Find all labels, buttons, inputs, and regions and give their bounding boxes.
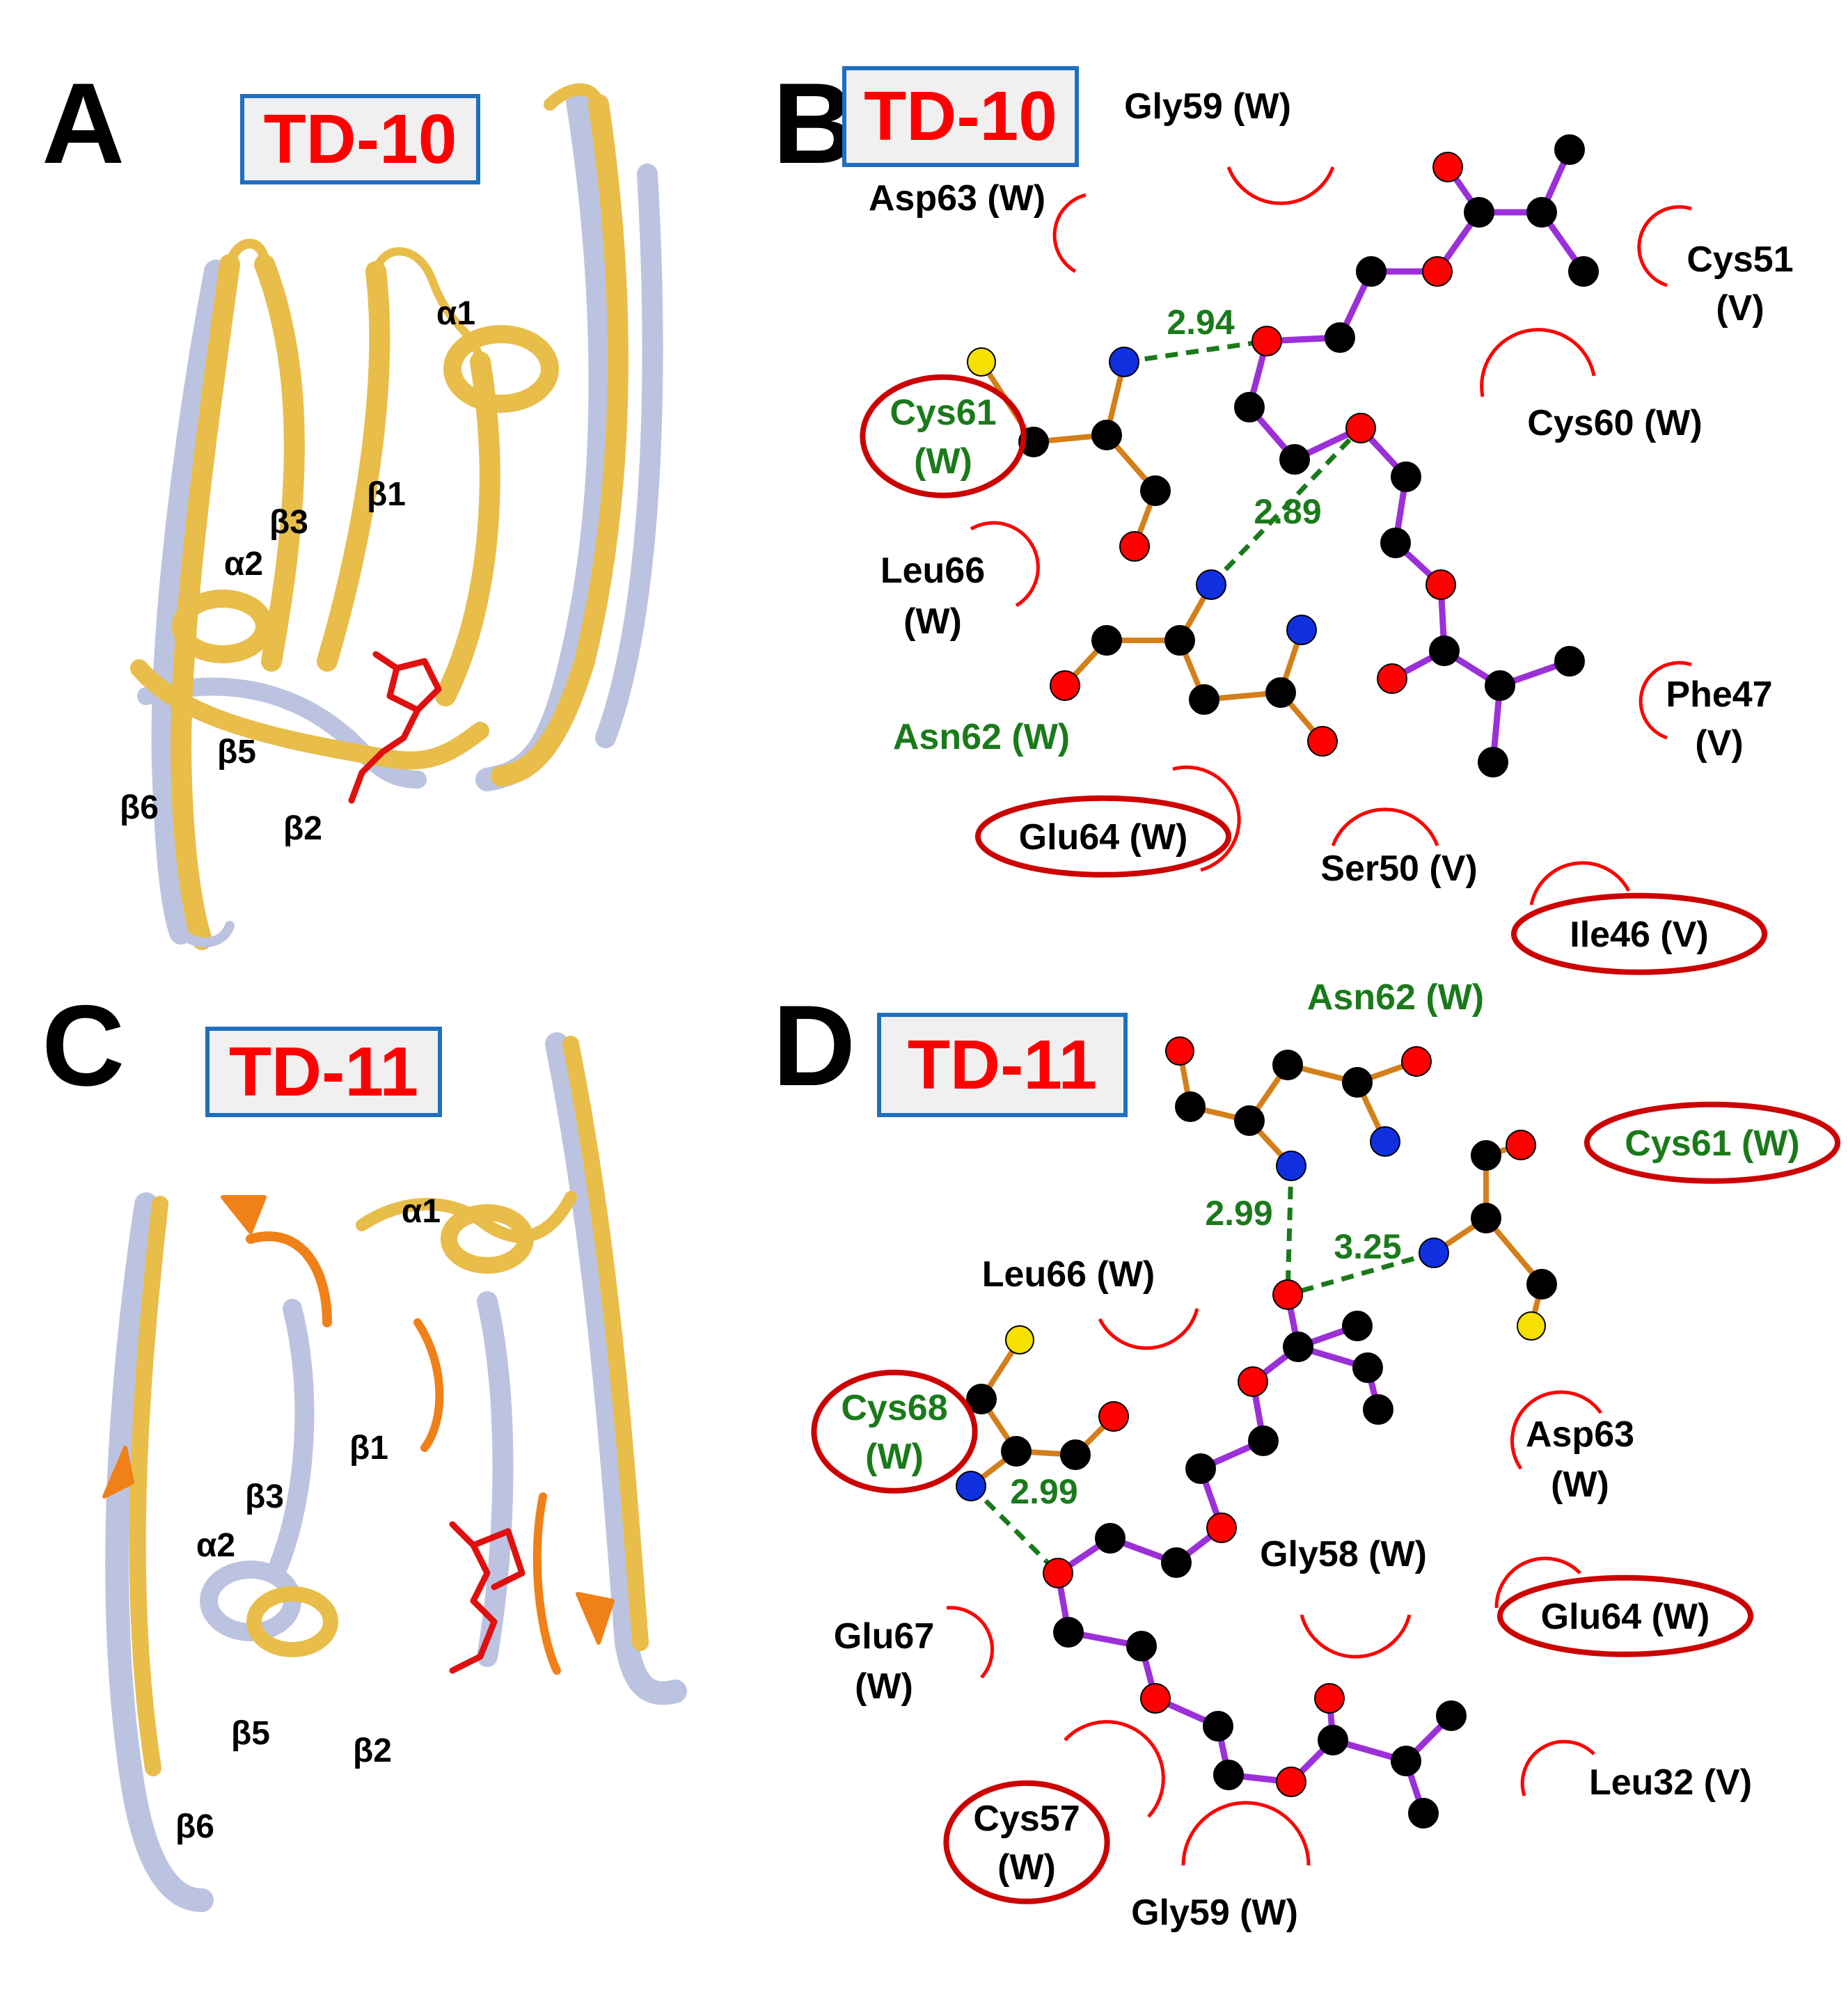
residue-label: (W)	[903, 601, 962, 642]
ss-label: β3	[245, 1478, 284, 1515]
residue-label-circle	[811, 1369, 978, 1494]
residue-label: Glu64 (W)	[1019, 817, 1188, 858]
panel-b-label-box: TD-10	[842, 66, 1079, 167]
residue-label: (W)	[855, 1666, 913, 1707]
panel-d-hbond-distances: 2.99 3.25 2.99	[1010, 1194, 1401, 1511]
hbond-distance: 2.94	[1167, 303, 1235, 342]
panel-letter-a: A	[42, 59, 125, 187]
residue-label: Leu66	[880, 551, 985, 591]
ss-label: β1	[367, 476, 406, 513]
panel-a-label: TD-10	[263, 100, 457, 178]
panel-c-ribbon	[102, 1032, 687, 1912]
ss-label: α2	[224, 546, 263, 583]
panel-a-ribbon	[130, 83, 663, 950]
panel-d-label: TD-11	[907, 1025, 1098, 1104]
residue-label: (W)	[1551, 1464, 1609, 1505]
ss-label: β6	[175, 1808, 214, 1845]
panel-c-secondary-structure-labels: α1 β1 β3 α2 β5 β2 β6	[175, 1193, 441, 1845]
residue-label: (W)	[997, 1847, 1056, 1888]
panel-a-label-box: TD-10	[240, 94, 480, 184]
panel-d-label-box: TD-11	[877, 1013, 1128, 1117]
residue-label: Glu67	[834, 1616, 935, 1657]
panel-b-hbond-distances: 2.94 2.89	[1167, 303, 1321, 531]
residue-label: Cys51	[1687, 239, 1793, 280]
ss-label: β5	[217, 734, 256, 771]
residue-label-circle	[974, 795, 1232, 878]
residue-label-circle	[1584, 1101, 1841, 1184]
residue-label: Gly58 (W)	[1260, 1534, 1427, 1574]
ss-label: α1	[402, 1193, 441, 1230]
residue-label-circle	[1510, 892, 1768, 975]
hbond-distance: 2.99	[1010, 1472, 1077, 1511]
residue-label: Glu64 (W)	[1541, 1597, 1710, 1637]
panel-letter-d: D	[773, 981, 856, 1109]
residue-label-circle	[1496, 1574, 1754, 1657]
ss-label: β1	[349, 1430, 388, 1467]
residue-label: Cys57	[973, 1799, 1080, 1839]
hbond-distance: 2.99	[1205, 1194, 1272, 1233]
residue-label-circle	[860, 374, 1027, 498]
residue-label: Cys60 (W)	[1527, 403, 1702, 443]
residue-label: Asn62 (W)	[1307, 977, 1484, 1018]
residue-label: (V)	[1695, 723, 1743, 764]
hbond-distance: 2.89	[1254, 492, 1321, 531]
residue-label: (W)	[865, 1437, 924, 1477]
residue-label: Leu66 (W)	[982, 1254, 1155, 1295]
residue-label: Asp63 (W)	[869, 178, 1045, 219]
ss-label: α2	[196, 1527, 235, 1564]
panel-c-label: TD-11	[228, 1032, 419, 1111]
residue-label: Cys61	[890, 393, 996, 433]
residue-label: Asp63	[1526, 1414, 1634, 1455]
residue-label: Leu32 (V)	[1589, 1762, 1752, 1803]
hbond-distance: 3.25	[1334, 1227, 1401, 1266]
ss-label: β2	[353, 1732, 392, 1769]
residue-label: (W)	[914, 441, 972, 482]
panel-c-label-box: TD-11	[205, 1027, 442, 1117]
panel-d-residue-labels: Asn62 (W) Cys61 (W) Leu66 (W) Cys68 (W) Asp63…	[811, 977, 1841, 1933]
ss-label: β6	[120, 789, 159, 826]
ss-label: β2	[283, 810, 322, 847]
residue-label: Cys68	[841, 1388, 947, 1428]
residue-label: Gly59 (W)	[1124, 86, 1291, 127]
residue-label: Ser50 (V)	[1320, 848, 1477, 889]
residue-label: Ile46 (V)	[1570, 915, 1708, 955]
residue-label: Cys61 (W)	[1625, 1123, 1799, 1164]
panel-letter-c: C	[42, 981, 125, 1109]
residue-label: (V)	[1716, 288, 1764, 329]
panel-letter-b: B	[773, 59, 856, 187]
panel-b-label: TD-10	[864, 77, 1057, 155]
ss-label: β5	[231, 1715, 270, 1752]
ss-label: α1	[436, 295, 475, 332]
residue-label: Asn62 (W)	[893, 717, 1070, 757]
residue-label-circle	[943, 1780, 1110, 1904]
panel-d-ligplot: Asn62 (W) Cys61 (W) Leu66 (W) Cys68 (W) Asp63…	[811, 977, 1841, 1933]
residue-label: Gly59 (W)	[1131, 1893, 1298, 1933]
ss-label: β3	[269, 504, 308, 541]
panel-a-secondary-structure-labels: α1 β3 β1 α2 β5 β6 β2	[120, 295, 475, 847]
residue-label: Phe47	[1666, 674, 1772, 715]
panel-b-ligplot: Gly59 (W) Asp63 (W) Cys51 (V) Cys61 (W) Cys60 …	[860, 86, 1794, 975]
panel-b-residue-labels: Gly59 (W) Asp63 (W) Cys51 (V) Cys61 (W) Cys60 …	[860, 86, 1794, 975]
